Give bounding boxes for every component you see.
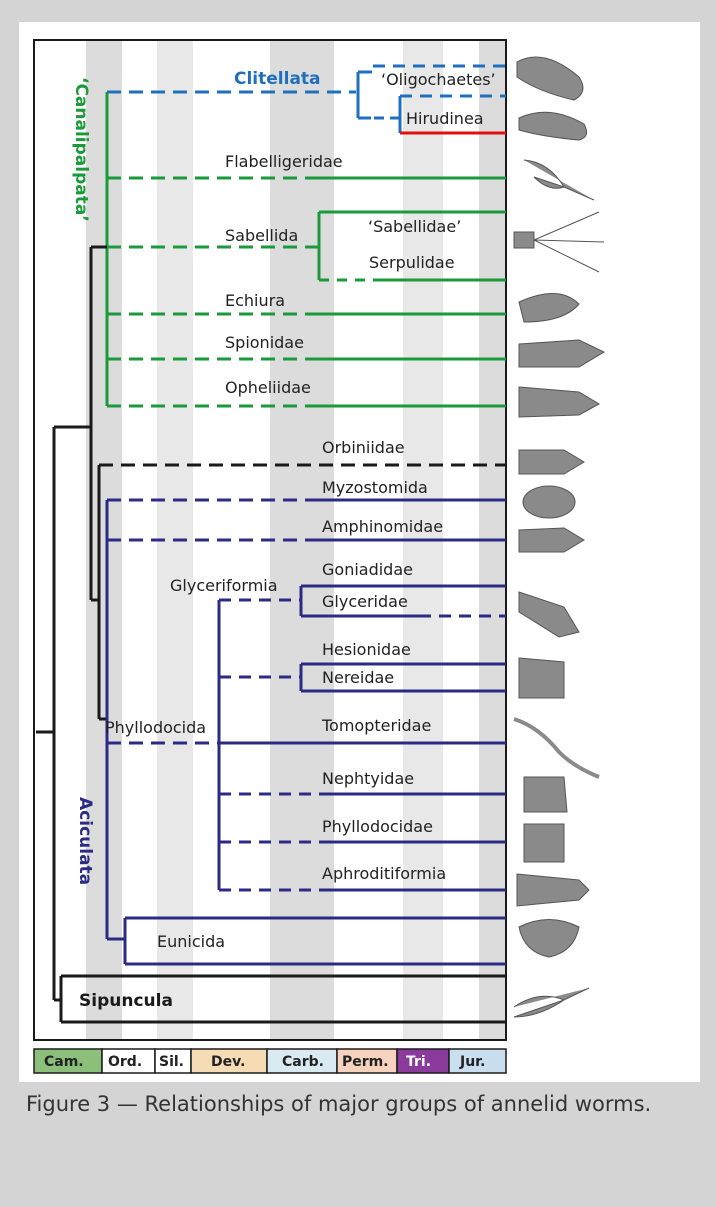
taxon-hesionidae: Hesionidae [322,640,411,659]
figure-frame: ‘Canalipalpata’ Clitellata Aciculata Gly… [19,22,700,1082]
phylogeny-diagram: ‘Canalipalpata’ Clitellata Aciculata Gly… [19,22,700,1082]
taxon-myzostomida: Myzostomida [322,478,428,497]
taxon-echiura: Echiura [225,291,285,310]
sabellida-label: Sabellida [225,226,298,245]
taxon-flabelligeridae: Flabelligeridae [225,152,343,171]
glycerid-illustration [519,592,579,637]
worm-illustrations [514,57,604,1017]
taxon-tomopteridae: Tomopteridae [321,716,431,735]
taxon-sabellidae: ‘Sabellidae’ [368,217,461,236]
flabelligerid-illustration [524,160,594,200]
myzostomid-illustration [523,486,575,518]
period-label-jur: Jur. [459,1054,485,1070]
period-label-dev: Dev. [211,1054,245,1070]
taxon-glyceridae: Glyceridae [322,592,408,611]
period-label-ord: Ord. [108,1054,142,1070]
amphinomid-illustration [519,528,584,552]
leech-illustration [519,112,587,140]
aphroditid-illustration [517,874,589,906]
nereid-illustration [519,658,564,698]
taxon-oligochaetes: ‘Oligochaetes’ [381,70,496,89]
aciculata-label: Aciculata [75,797,95,885]
period-label-sil: Sil. [159,1054,184,1070]
taxon-amphinomidae: Amphinomidae [322,517,443,536]
phyllodocida-label: Phyllodocida [105,718,206,737]
taxon-eunicida: Eunicida [157,932,225,951]
taxon-aphroditiformia: Aphroditiformia [322,864,446,883]
period-label-carb: Carb. [282,1054,324,1070]
period-label-tri: Tri. [406,1054,431,1070]
opheliid-illustration [519,387,599,417]
glyceriformia-label: Glyceriformia [170,576,278,595]
taxon-phyllodocidae: Phyllodocidae [322,817,433,836]
taxon-opheliidae: Opheliidae [225,378,311,397]
canalipalpata-label: ‘Canalipalpata’ [71,77,91,222]
oligochaete-illustration [517,57,583,100]
sabellid-illustration [514,212,604,272]
tomopterid-illustration [514,719,599,777]
taxon-sipuncula: Sipuncula [79,991,173,1011]
orbiniid-illustration [519,450,584,474]
nephtyid-illustration [524,777,567,812]
taxon-goniadidae: Goniadidae [322,560,413,579]
spionid-illustration [519,340,604,367]
taxon-serpulidae: Serpulidae [369,253,455,272]
phyllodocid-illustration [524,824,564,862]
taxon-spionidae: Spionidae [225,333,304,352]
period-label-cam: Cam. [44,1054,84,1070]
eunicid-illustration [519,920,579,958]
taxon-nereidae: Nereidae [322,668,394,687]
period-bar: Cam. Ord. Sil. Dev. Carb. Perm. Tri. Jur… [34,1049,506,1073]
figure-caption: Figure 3 — Relationships of major groups… [26,1089,690,1120]
taxon-nephtyidae: Nephtyidae [322,769,414,788]
taxon-hirudinea: Hirudinea [406,109,484,128]
echiuran-illustration [519,293,579,322]
taxon-orbiniidae: Orbiniidae [322,438,405,457]
sipunculan-illustration [514,988,589,1017]
clitellata-label: Clitellata [234,69,321,89]
period-label-perm: Perm. [342,1054,389,1070]
